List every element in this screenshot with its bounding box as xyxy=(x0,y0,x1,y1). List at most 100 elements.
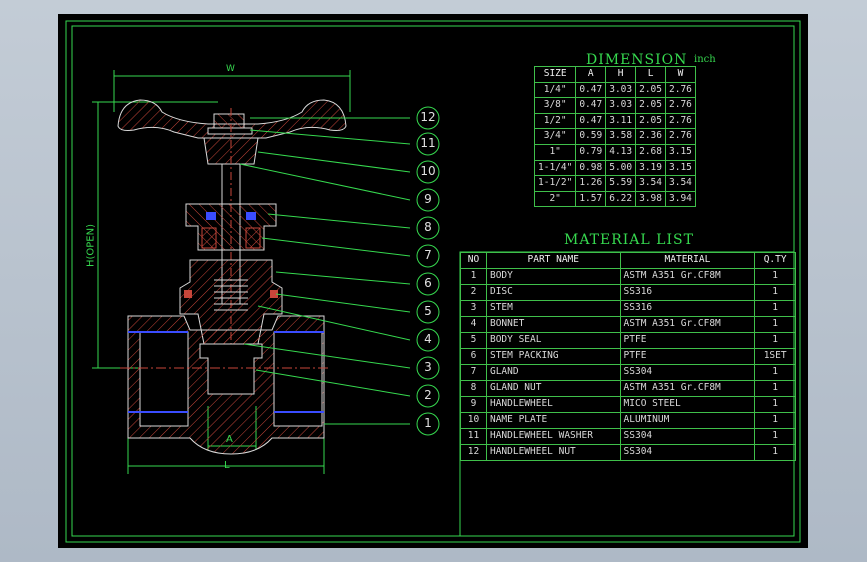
dimension-cell: 1.57 xyxy=(575,190,607,208)
dimension-cell: 1-1/2" xyxy=(533,175,577,192)
dimension-header-cell: W xyxy=(665,66,696,83)
callout-6: 6 xyxy=(424,276,432,290)
material-cell: 1 xyxy=(754,412,796,429)
material-cell: 1 xyxy=(754,444,796,461)
material-cell: DISC xyxy=(485,284,621,301)
material-cell: 1 xyxy=(754,428,796,445)
material-cell: 1 xyxy=(460,268,487,285)
dimension-cell: 2.76 xyxy=(665,81,696,99)
material-cell: BODY SEAL xyxy=(485,332,621,349)
material-cell: HANDLEWHEEL NUT xyxy=(485,444,621,461)
material-cell: ALUMINUM xyxy=(619,412,756,429)
dimension-cell: 2.05 xyxy=(635,112,666,130)
material-cell: MICO STEEL xyxy=(619,396,756,413)
callout-10: 10 xyxy=(420,164,436,178)
callout-7: 7 xyxy=(424,248,432,262)
material-cell: ASTM A351 Gr.CF8M xyxy=(619,316,756,333)
dimension-cell: 5.59 xyxy=(605,175,637,192)
material-cell: 1 xyxy=(754,284,796,301)
material-cell: PTFE xyxy=(619,348,756,365)
material-cell: 9 xyxy=(460,396,487,413)
material-cell: SS316 xyxy=(619,284,756,301)
material-cell: ASTM A351 Gr.CF8M xyxy=(619,380,756,397)
dim-label-l: L xyxy=(224,460,230,471)
dimension-cell: 3.54 xyxy=(665,175,696,192)
material-cell: SS304 xyxy=(619,364,756,381)
cad-viewport[interactable]: 12 11 10 9 8 7 6 5 4 3 2 1 W H(OPEN) A L… xyxy=(58,14,808,548)
material-cell: 1 xyxy=(754,316,796,333)
dimension-cell: 1/4" xyxy=(533,81,577,99)
material-cell: 1 xyxy=(754,396,796,413)
dimension-header-cell: A xyxy=(575,66,607,83)
material-cell: 10 xyxy=(460,412,487,429)
dimension-cell: 2.05 xyxy=(635,81,666,99)
dimension-cell: 1-1/4" xyxy=(533,159,577,177)
material-cell: 6 xyxy=(460,348,487,365)
dim-label-w: W xyxy=(226,64,235,74)
material-cell: 2 xyxy=(460,284,487,301)
dimension-cell: 3.15 xyxy=(665,159,696,177)
dimension-cell: 0.47 xyxy=(575,81,607,99)
dimension-cell: 2.76 xyxy=(665,112,696,130)
material-cell: BONNET xyxy=(485,316,621,333)
dimension-cell: 2.05 xyxy=(635,97,666,114)
dimension-cell: 2.36 xyxy=(635,128,666,145)
material-cell: 3 xyxy=(460,300,487,317)
callout-12: 12 xyxy=(420,110,436,124)
material-cell: GLAND xyxy=(485,364,621,381)
dimension-cell: 3.11 xyxy=(605,112,637,130)
dimension-cell: 6.22 xyxy=(605,190,637,208)
material-cell: 12 xyxy=(460,444,487,461)
dimension-cell: 1/2" xyxy=(533,112,577,130)
dimension-cell: 3/4" xyxy=(533,128,577,145)
material-header-cell: Q.TY xyxy=(754,252,796,269)
material-cell: SS316 xyxy=(619,300,756,317)
dim-label-a: A xyxy=(226,434,233,445)
dimension-cell: 2.68 xyxy=(635,143,666,161)
material-cell: STEM xyxy=(485,300,621,317)
dimension-cell: 3.94 xyxy=(665,190,696,208)
dimension-cell: 0.47 xyxy=(575,97,607,114)
material-cell: SS304 xyxy=(619,444,756,461)
dim-label-h: H(OPEN) xyxy=(85,223,97,268)
handwheel xyxy=(117,99,347,139)
dimension-cell: 3.15 xyxy=(665,143,696,161)
dimension-unit: inch xyxy=(694,54,716,65)
dimension-cell: 0.79 xyxy=(575,143,607,161)
material-cell: 11 xyxy=(460,428,487,445)
material-cell: HANDLEWHEEL xyxy=(485,396,621,413)
callout-1: 1 xyxy=(424,416,432,430)
material-cell: 1 xyxy=(754,332,796,349)
dimension-cell: 1.26 xyxy=(575,175,607,192)
callout-4: 4 xyxy=(424,332,432,346)
callout-11: 11 xyxy=(420,136,436,150)
dimension-cell: 5.00 xyxy=(605,159,637,177)
disc xyxy=(199,343,263,395)
material-cell: 5 xyxy=(460,332,487,349)
callout-8: 8 xyxy=(424,220,432,234)
material-cell: BODY xyxy=(485,268,621,285)
dimension-cell: 2" xyxy=(533,190,577,208)
dimension-cell: 3.98 xyxy=(635,190,666,208)
material-cell: ASTM A351 Gr.CF8M xyxy=(619,268,756,285)
callout-2: 2 xyxy=(424,388,432,402)
dimension-cell: 3.58 xyxy=(605,128,637,145)
material-cell: 1SET xyxy=(754,348,796,365)
dimension-cell: 0.98 xyxy=(575,159,607,177)
dimension-cell: 2.76 xyxy=(665,128,696,145)
callout-circles xyxy=(416,106,440,436)
callout-3: 3 xyxy=(424,360,432,374)
